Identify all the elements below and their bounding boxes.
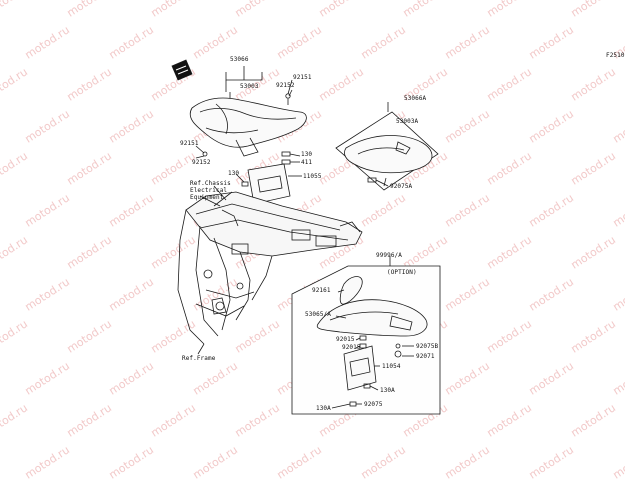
figure-code: F2510	[606, 52, 625, 59]
callout-92075: 92075	[364, 401, 383, 408]
callout-53066: 53066	[230, 56, 249, 63]
callout-92015-b: 92015	[342, 344, 361, 351]
callout-11054: 11054	[382, 363, 401, 370]
collar-parts-right	[281, 151, 301, 165]
reference-leaders	[197, 191, 233, 355]
callout-92151-top: 92151	[293, 74, 312, 81]
callout-130a-left: 130A	[316, 405, 331, 412]
callout-130-bracket: 130	[228, 170, 240, 177]
callout-130-right: 130	[301, 151, 313, 158]
bolt-symbols-top	[285, 79, 293, 105]
callout-92152-top: 92152	[276, 82, 295, 89]
callout-ref-frame: Ref.Frame	[182, 355, 216, 362]
seat-lock-bracket	[235, 163, 302, 205]
callout-92015-a: 92015	[336, 336, 355, 343]
rear-seat-box	[335, 102, 439, 191]
callout-130a-right: 130A	[380, 387, 395, 394]
callout-411: 411	[301, 159, 313, 166]
callout-53003a: 53003A	[396, 118, 419, 125]
callout-92075a: 92075A	[390, 183, 413, 190]
callout-53003: 53003	[240, 83, 259, 90]
callout-53066a: 53066A	[404, 95, 427, 102]
option-label: (OPTION)	[387, 269, 417, 276]
callout-92071: 92071	[416, 353, 435, 360]
callout-ref-chassis: Ref.Chassis Electrical Equipment	[190, 180, 231, 201]
bolt-symbols-left	[195, 145, 208, 159]
callout-11055: 11055	[303, 173, 322, 180]
option-box	[291, 256, 441, 415]
callout-92075b: 92075B	[416, 343, 439, 350]
callout-92152-left: 92152	[192, 159, 211, 166]
callout-92161: 92161	[312, 287, 331, 294]
manual-icon	[171, 59, 193, 81]
diagram-artwork	[171, 59, 441, 415]
callout-92151-left: 92151	[180, 140, 199, 147]
callout-99996a: 99996/A	[376, 252, 402, 259]
callout-53065a: 53065/A	[305, 311, 331, 318]
front-seat-shape	[189, 97, 307, 157]
